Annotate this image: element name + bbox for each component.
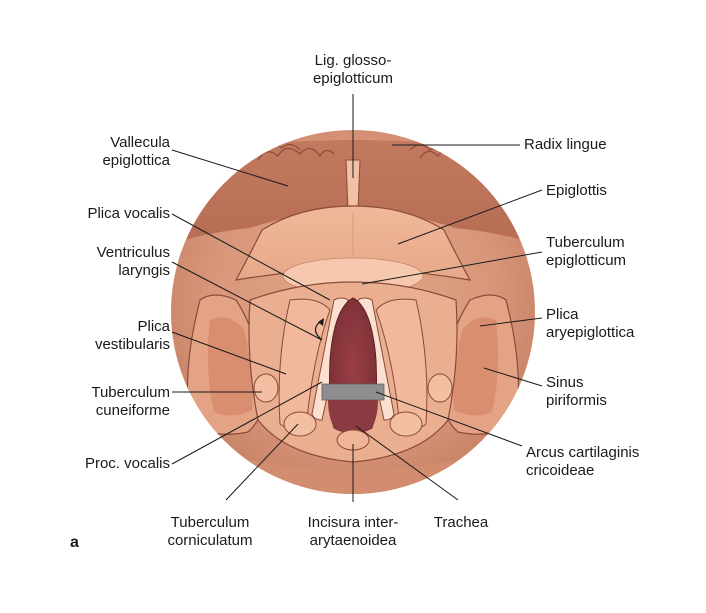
label-proc-vocalis: Proc. vocalis [30, 455, 170, 473]
label-ventriculus: Ventriculus laryngis [40, 244, 170, 280]
label-vallecula-line2: epiglottica [102, 152, 170, 169]
label-tuberculum-corn-line1: Tuberculum [170, 514, 250, 531]
label-ventriculus-line2: laryngis [118, 262, 170, 279]
label-tuberculum-epi: Tuberculum epiglotticum [546, 234, 626, 270]
sinus-piriformis-right [453, 317, 499, 416]
label-ventriculus-line1: Ventriculus [96, 244, 170, 261]
leader-vallecula [171, 149, 289, 187]
tuberculum-cuneiforme-right [427, 373, 453, 403]
leader-lines [171, 94, 543, 502]
arcus-cricoideae-band [321, 383, 385, 401]
label-vallecula: Vallecula epiglottica [40, 134, 170, 170]
label-incisura: Incisura inter- arytaenoidea [283, 514, 423, 550]
panel-label: a [70, 534, 79, 551]
leader-sinus [483, 367, 543, 387]
label-trachea: Trachea [416, 514, 506, 532]
label-incisura-line2: arytaenoidea [309, 532, 397, 549]
tuberculum-corniculatum-left [283, 411, 317, 437]
leader-ventriculus [171, 261, 323, 341]
label-lig-glosso-line1: Lig. glosso- [314, 52, 392, 69]
label-epiglottis-line1: Epiglottis [546, 182, 607, 199]
label-radix-line1: Radix lingue [524, 136, 607, 153]
label-plica-vest-line2: vestibularis [94, 336, 170, 353]
leader-tuberculum-epi [361, 251, 543, 285]
label-vallecula-line1: Vallecula [110, 134, 170, 151]
ventriculus-arrow [314, 321, 323, 341]
leader-arcus [375, 391, 523, 447]
label-arcus-line2: cricoideae [526, 462, 595, 479]
leader-plica-vest [171, 331, 287, 375]
label-lig-glosso-line2: epiglotticum [312, 70, 394, 87]
tuberculum-corniculatum-right [389, 411, 423, 437]
label-epiglottis: Epiglottis [546, 182, 607, 200]
leader-epiglottis [397, 189, 543, 245]
label-trachea-line1: Trachea [433, 514, 489, 531]
label-tuberculum-corn: Tuberculum corniculatum [140, 514, 280, 550]
leader-tuberculum-corn [225, 423, 299, 501]
label-sinus-line1: Sinus [546, 374, 584, 391]
label-tuberculum-cun: Tuberculum cuneiforme [30, 384, 170, 420]
leader-proc-vocalis [171, 381, 323, 465]
label-plica-vocalis: Plica vocalis [30, 205, 170, 223]
label-plica-arye: Plica aryepiglottica [546, 306, 634, 342]
label-sinus: Sinus piriformis [546, 374, 607, 410]
label-tuberculum-cun-line1: Tuberculum [91, 384, 170, 401]
label-incisura-line1: Incisura inter- [307, 514, 399, 531]
label-plica-arye-line2: aryepiglottica [546, 324, 635, 341]
label-plica-arye-line1: Plica [546, 306, 579, 323]
label-tuberculum-epi-line2: epiglotticum [546, 252, 627, 269]
label-radix: Radix lingue [524, 136, 607, 154]
trachea-lumen [328, 400, 378, 433]
label-proc-vocalis-line1: Proc. vocalis [84, 455, 170, 472]
label-plica-vest-line1: Plica [137, 318, 170, 335]
leader-plica-arye [479, 317, 543, 327]
ventriculus-arrowhead [318, 318, 324, 326]
label-sinus-line2: piriformis [546, 392, 607, 409]
leader-trachea [355, 425, 459, 501]
tuberculum-cuneiforme-left [253, 373, 279, 403]
label-tuberculum-cun-line2: cuneiforme [95, 402, 170, 419]
label-lig-glosso: Lig. glosso- epiglotticum [293, 52, 413, 88]
sinus-piriformis-left [207, 317, 253, 416]
label-plica-vest: Plica vestibularis [40, 318, 170, 354]
label-arcus: Arcus cartilaginis cricoideae [526, 444, 639, 480]
label-tuberculum-corn-line2: corniculatum [167, 532, 253, 549]
label-arcus-line1: Arcus cartilaginis [526, 444, 640, 461]
label-tuberculum-epi-line1: Tuberculum [546, 234, 625, 251]
leader-plica-vocalis [171, 213, 331, 301]
label-plica-vocalis-line1: Plica vocalis [87, 205, 170, 222]
